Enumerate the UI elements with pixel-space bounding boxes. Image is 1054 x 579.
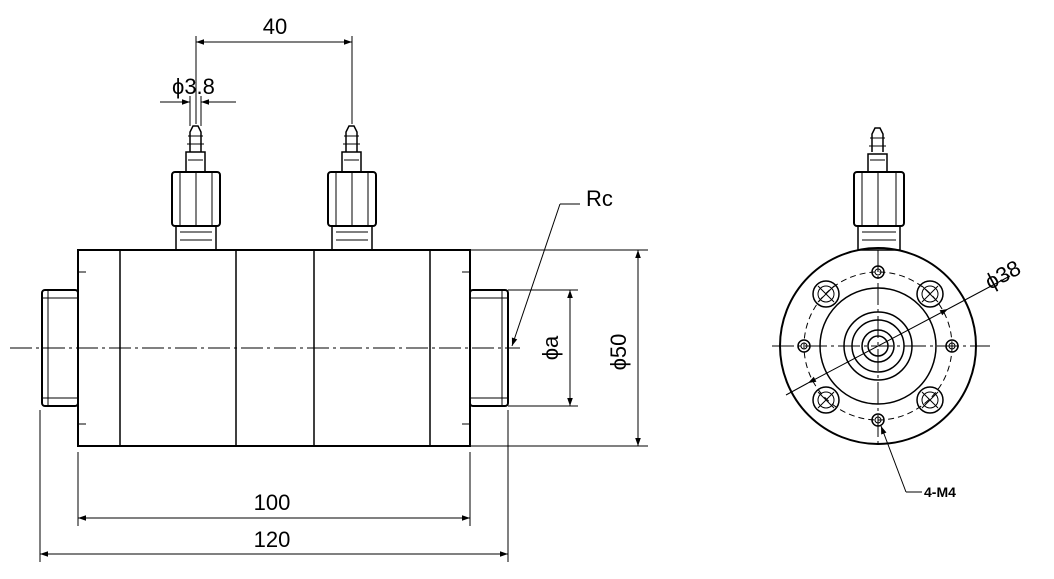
outer-flange: [779, 247, 977, 445]
port-fitting-left: [171, 125, 221, 251]
thread-port-label: Rc: [586, 186, 613, 211]
side-view: 40 ϕ3.8 100 120 ϕa: [10, 14, 648, 562]
mount-holes-leader: 4-M4: [880, 425, 956, 500]
end-view-fitting: [853, 127, 905, 251]
flange-bolt: [916, 386, 944, 414]
mount-holes-label: 4-M4: [924, 484, 956, 500]
dim-overall-length-label: 120: [254, 527, 291, 552]
m4-hole: [871, 265, 885, 279]
thread-port-leader: Rc: [511, 186, 613, 347]
flange-bolt: [812, 280, 840, 308]
end-view: ϕ38 4-M4: [772, 127, 1025, 500]
dimension-body-diameter: ϕ50: [470, 249, 648, 447]
bolt-circle: [803, 271, 953, 421]
dim-port-diameter-label: ϕ3.8: [172, 74, 215, 99]
m4-hole: [871, 413, 885, 427]
dimension-port-spacing: 40: [195, 14, 353, 124]
dimension-body-length: 100: [77, 452, 471, 526]
dimension-bore-diameter: ϕa: [508, 289, 578, 407]
flange-bolt: [812, 386, 840, 414]
dimension-overall-length: 120: [39, 410, 509, 562]
dim-body-length-label: 100: [254, 490, 291, 515]
cylinder-body: [77, 249, 471, 447]
flange-bolt: [916, 280, 944, 308]
dim-port-spacing-label: 40: [263, 14, 287, 39]
dimension-port-diameter: ϕ3.8: [160, 74, 236, 126]
dim-bore-diameter-label: ϕa: [538, 335, 563, 360]
dim-body-diameter-label: ϕ50: [606, 334, 631, 371]
port-fitting-right: [327, 125, 377, 251]
